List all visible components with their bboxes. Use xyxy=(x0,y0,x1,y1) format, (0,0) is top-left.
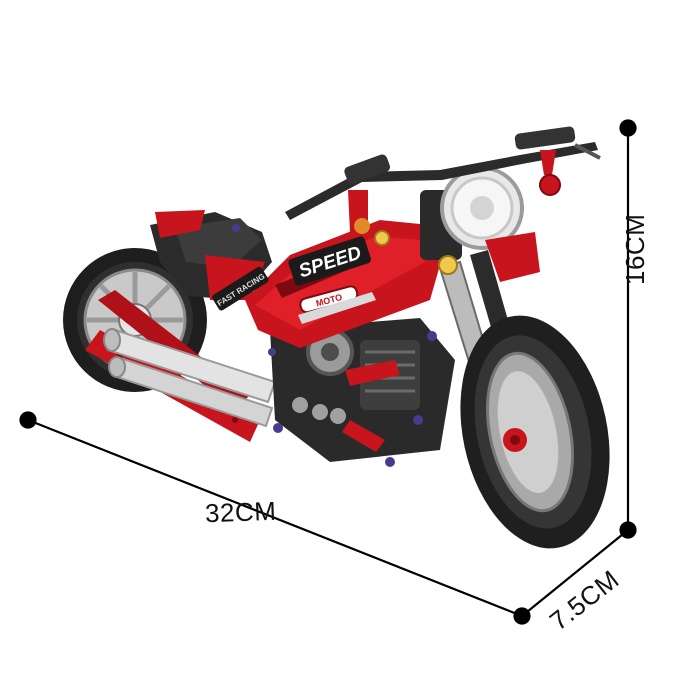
length-start-dot xyxy=(19,411,37,429)
detail-pins xyxy=(232,224,390,356)
length-line xyxy=(27,418,523,618)
corner-dot xyxy=(513,607,531,625)
height-label: 16CM xyxy=(620,213,650,285)
exhaust-pipes xyxy=(103,328,277,428)
width-line xyxy=(521,529,629,617)
length-label: 32CM xyxy=(204,495,277,529)
dimension-lines xyxy=(19,119,637,625)
fuel-tank: SPEED FAST RACING MOTO xyxy=(212,220,440,348)
handlebars xyxy=(285,126,601,234)
motorcycle: SPEED FAST RACING MOTO xyxy=(63,126,610,549)
height-bottom-dot xyxy=(619,521,637,539)
front-wheel xyxy=(460,315,610,549)
height-top-dot xyxy=(619,119,637,137)
engine xyxy=(270,318,455,467)
